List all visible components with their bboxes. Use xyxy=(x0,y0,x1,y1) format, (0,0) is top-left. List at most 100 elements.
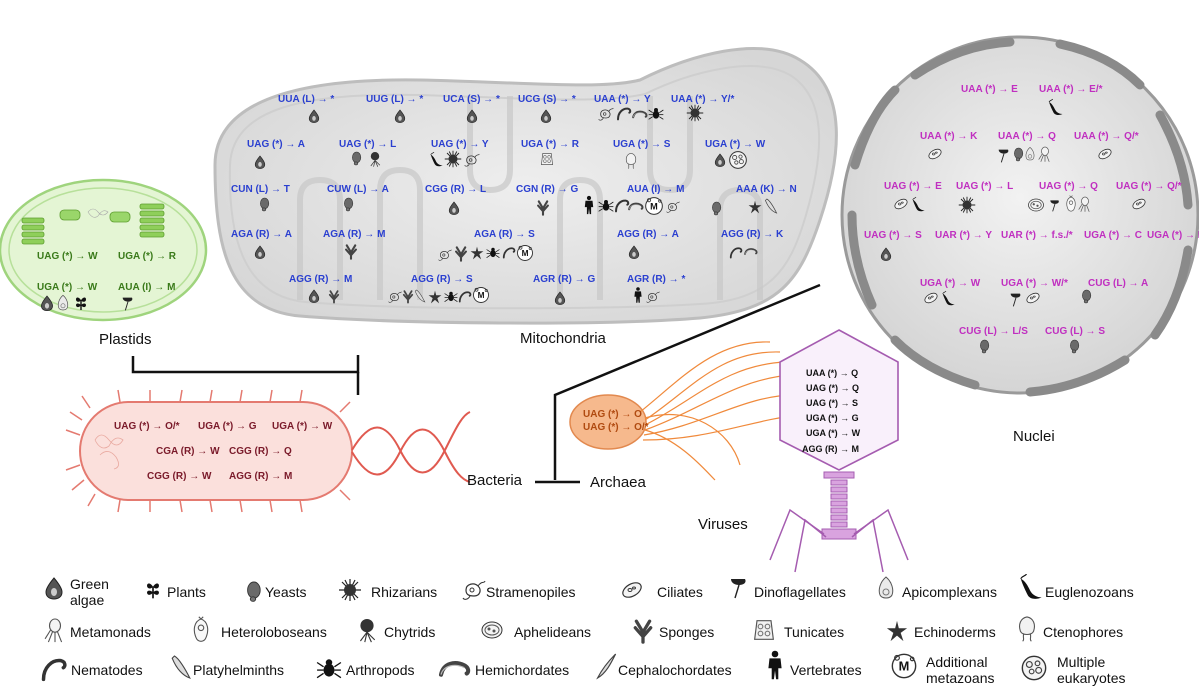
bacteria-label: Bacteria xyxy=(467,472,523,489)
mito-code: AGR (R) → * xyxy=(627,274,686,285)
nuclei-code: UAR (*) → f.s./* xyxy=(1001,230,1073,241)
sponge-icon xyxy=(633,619,653,644)
nuclei-code: UAA (*) → K xyxy=(920,131,978,142)
mito-code: UGA (*) → W xyxy=(705,139,766,150)
viruses-label: Viruses xyxy=(698,516,748,533)
legend-label-ciliates: Ciliates xyxy=(657,584,703,600)
dinoflagellate-icon xyxy=(730,578,747,599)
mito-code: AGA (R) → A xyxy=(231,229,292,240)
ciliate-icon xyxy=(620,579,644,601)
mito-code: AGG (R) → M xyxy=(289,274,353,285)
plastid-code: UAG (*) → W xyxy=(37,251,98,262)
plastid-shape xyxy=(0,178,208,322)
bacteria-code: AGG (R) → M xyxy=(229,471,293,482)
nuclei-code: UAA (*) → Q xyxy=(998,131,1056,142)
nuclei-code: UAG (*) → Q xyxy=(1039,181,1098,192)
virus-code: UAA (*) → Q xyxy=(806,368,859,378)
mito-code: UGA (*) → S xyxy=(613,139,671,150)
nuclei-code: UAG (*) → Q/* xyxy=(1116,181,1182,192)
nuclei-icons xyxy=(880,98,1148,354)
mito-code: UUG (L) → * xyxy=(366,94,424,105)
mito-code: AGG (R) → K xyxy=(721,229,784,240)
legend-label-aphelideans: Aphelideans xyxy=(514,624,592,640)
legend-label-vertebrates: Vertebrates xyxy=(790,662,862,678)
archaea-label: Archaea xyxy=(590,474,646,491)
virus-code: UGA (*) → W xyxy=(806,428,861,438)
legend-label-euglenozoans: Euglenozoans xyxy=(1045,584,1134,600)
nucleus-shape xyxy=(840,35,1199,397)
cephalochordate-icon xyxy=(596,653,617,679)
tunicate-icon xyxy=(754,620,774,640)
legend-label-heteroloboseans: Heteroloboseans xyxy=(221,624,327,640)
legend-label-sponges: Sponges xyxy=(659,624,715,640)
nuclei-code: UAA (*) → E/* xyxy=(1039,84,1103,95)
legend-label-plants: Plants xyxy=(167,584,206,600)
plastid-code: UGA (*) → W xyxy=(37,282,98,293)
nuclei-code: UAA (*) → E xyxy=(961,84,1018,95)
nuclei-code: UGA (*) → C xyxy=(1084,230,1142,241)
mito-code: UCA (S) → * xyxy=(443,94,500,105)
plant-icon xyxy=(146,582,160,600)
nuclei-label: Nuclei xyxy=(1013,428,1055,445)
plastids-label: Plastids xyxy=(99,331,152,348)
aphelidean-icon xyxy=(481,621,503,639)
plastid-code: UGA (*) → R xyxy=(118,251,176,262)
bacteria-code: CGA (R) → W xyxy=(156,446,220,457)
mito-code: UAA (*) → Y xyxy=(594,94,651,105)
ctenophore-icon xyxy=(1018,616,1036,642)
nematode-icon xyxy=(41,658,67,682)
nuclei-code: UAG (*) → L xyxy=(956,181,1014,192)
legend-label-metamonads: Metamonads xyxy=(70,624,151,640)
mito-code: AUA (I) → M xyxy=(627,184,685,195)
multiple-eukaryotes-icon xyxy=(1021,655,1047,681)
stramenopile-icon xyxy=(462,580,486,600)
platyhelminth-icon xyxy=(171,655,191,679)
mito-code: AGA (R) → S xyxy=(474,229,535,240)
mito-code: UAG (*) → L xyxy=(339,139,397,150)
mito-code: UAA (*) → Y/* xyxy=(671,94,735,105)
nuclei-code: UAR (*) → Y xyxy=(935,230,993,241)
mito-code: AAA (K) → N xyxy=(736,184,797,195)
legend-label-rhizarians: Rhizarians xyxy=(371,584,438,600)
mito-code: CUN (L) → T xyxy=(231,184,290,195)
mito-code: UCG (S) → * xyxy=(518,94,576,105)
heterolobosean-icon xyxy=(193,616,209,642)
mito-code: CUW (L) → A xyxy=(327,184,389,195)
nuclei-code: CUG (L) → S xyxy=(1045,326,1105,337)
virus-shape xyxy=(769,329,909,573)
mito-icons xyxy=(254,104,778,305)
legend-label-stramenopiles: Stramenopiles xyxy=(486,584,576,600)
plastid-icons xyxy=(41,294,133,312)
mito-code: UUA (L) → * xyxy=(278,94,335,105)
legend-label-tunicates: Tunicates xyxy=(784,624,845,640)
virus-code: UAG (*) → S xyxy=(806,398,859,408)
nuclei-code: CUG (L) → L/S xyxy=(959,326,1028,337)
mito-code: UGA (*) → R xyxy=(521,139,579,150)
legend-label-ctenophores: Ctenophores xyxy=(1043,624,1124,640)
legend-label-echinoderms: Echinoderms xyxy=(914,624,996,640)
archaea-code: UAG (*) → O/* xyxy=(583,422,649,433)
legend-label-green-algae: Green algae xyxy=(70,576,109,608)
apicomplexan-icon xyxy=(878,576,894,599)
nuclei-code: UGA (*) → R/* xyxy=(1147,230,1199,241)
bacteria-code: CGG (R) → W xyxy=(147,471,212,482)
mito-code: CGG (R) → L xyxy=(425,184,487,195)
mitochondrion-shape xyxy=(213,47,838,325)
tree-lines xyxy=(131,283,821,484)
hemichordate-icon xyxy=(438,656,472,684)
legend-label-additional-metazoans: Additional metazoans xyxy=(926,654,995,686)
metamonad-icon xyxy=(44,618,63,643)
legend-label-multiple-eukaryotes: Multiple eukaryotes xyxy=(1057,654,1126,686)
nuclei-code: UAG (*) → E xyxy=(884,181,942,192)
legend-label-yeasts: Yeasts xyxy=(265,584,307,600)
legend-label-apicomplexans: Apicomplexans xyxy=(902,584,997,600)
mito-code: AGG (R) → A xyxy=(617,229,679,240)
virus-code: UGA (*) → G xyxy=(806,413,859,423)
chytrid-icon xyxy=(359,618,376,643)
nuclei-code: UAA (*) → Q/* xyxy=(1074,131,1139,142)
nuclei-code: CUG (L) → A xyxy=(1088,278,1149,289)
bacteria-code: CGG (R) → Q xyxy=(229,446,292,457)
archaeon-shape xyxy=(569,341,801,481)
nuclei-code: UGA (*) → W/* xyxy=(1001,278,1068,289)
